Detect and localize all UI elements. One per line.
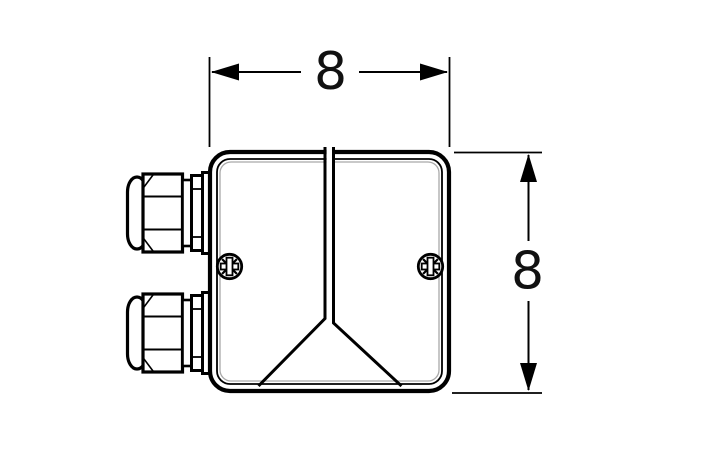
width-dimension: 8 — [208, 42, 451, 147]
hex-chamfer-line — [143, 238, 154, 252]
screw-cross-vertical — [225, 256, 234, 277]
junction-box-body — [207, 149, 452, 394]
arrowhead-left-icon — [211, 63, 239, 81]
arrowhead-down-icon — [520, 363, 537, 391]
hex-chamfer-line — [143, 294, 154, 308]
gland-hex-nut — [141, 292, 185, 374]
screw-cross-vertical — [426, 256, 435, 277]
channel-left-line — [257, 147, 327, 388]
cable-gland-top — [125, 171, 213, 255]
height-dimension-label: 8 — [511, 242, 544, 302]
channel-right-line — [332, 147, 403, 388]
lid-screw-left — [215, 252, 244, 281]
lid-screw-right — [416, 252, 445, 281]
arrowhead-right-icon — [420, 63, 448, 81]
cable-channel — [257, 144, 403, 388]
cable-gland-bottom — [125, 291, 213, 375]
gland-hex-nut — [141, 172, 185, 254]
hex-chamfer-line — [143, 174, 154, 188]
arrowhead-up-icon — [520, 154, 537, 182]
channel-top-gap — [326, 144, 332, 165]
hex-chamfer-line — [143, 358, 154, 372]
height-dimension: 8 — [452, 151, 544, 394]
width-dimension-label: 8 — [314, 42, 347, 102]
box-lid-outer-edge — [207, 149, 452, 394]
